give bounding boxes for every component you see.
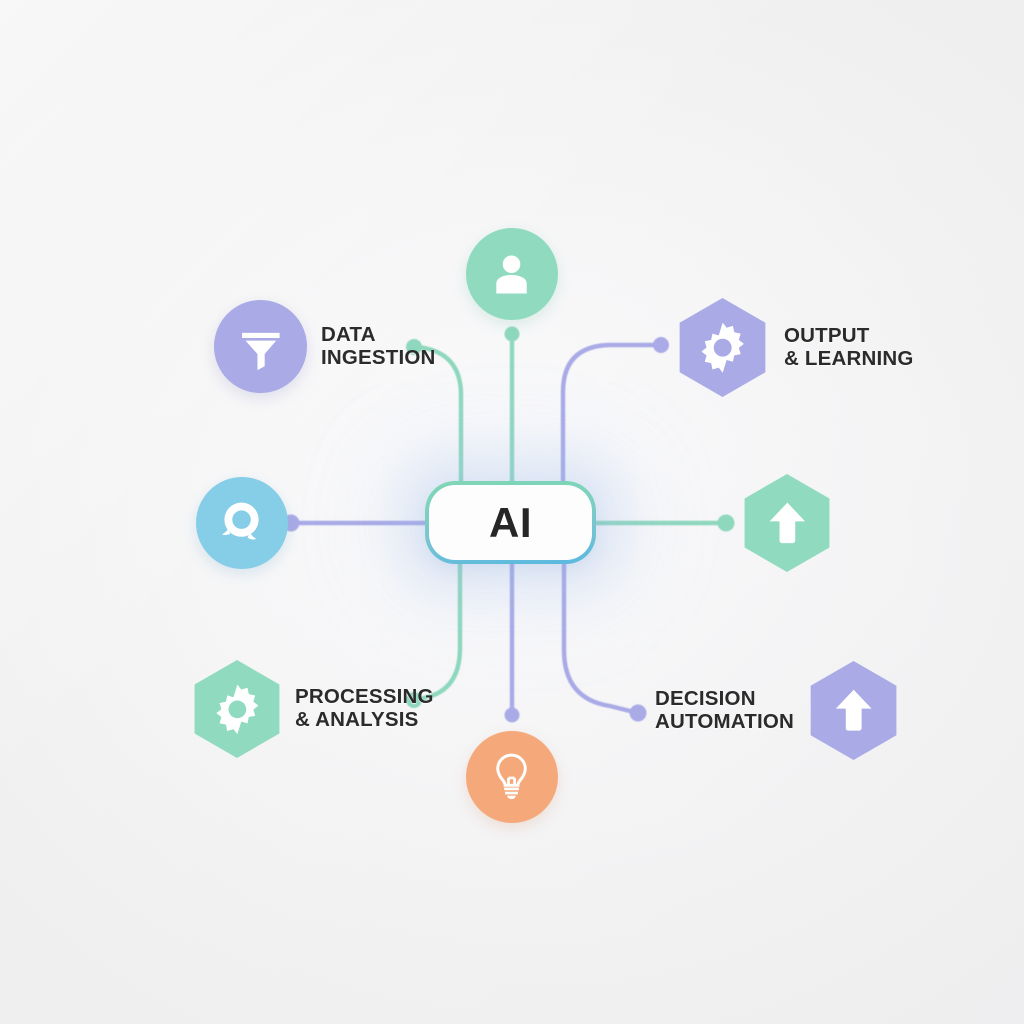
connector-endpoint-processing (406, 692, 422, 708)
node-output-learning[interactable]: OUTPUT & LEARNING (673, 298, 914, 397)
data-ingestion-shape (214, 300, 307, 393)
arrow-up-icon (835, 689, 872, 731)
user-shape (466, 228, 558, 320)
output-learning-shape (679, 298, 766, 397)
node-decision-automation[interactable]: DECISION AUTOMATION (655, 661, 903, 760)
lightbulb-icon (496, 754, 528, 800)
connector-endpoint-user (504, 326, 520, 342)
gear-icon (701, 322, 744, 373)
arrow-up-icon (769, 502, 805, 543)
connector-core-to-decision (561, 561, 637, 715)
processing-analysis-shape (194, 660, 280, 758)
processing-analysis-label: PROCESSING & ANALYSIS (295, 685, 434, 731)
node-idea[interactable] (466, 731, 558, 823)
output-learning-label: OUTPUT & LEARNING (784, 323, 914, 370)
user-icon (496, 255, 528, 294)
node-insight-query[interactable] (196, 477, 288, 569)
funnel-icon (241, 332, 280, 370)
connector-core-to-data-ingestion (415, 344, 464, 484)
chat-search-icon (222, 503, 260, 540)
decision-automation-shape (810, 661, 897, 760)
insight-query-shape (196, 477, 288, 569)
gear-icon (215, 684, 259, 734)
connector-endpoint-output-learning (653, 337, 669, 353)
output-arrow-shape (744, 474, 830, 572)
decision-automation-label: DECISION AUTOMATION (655, 686, 795, 733)
connector-core-to-output-learning (560, 342, 661, 484)
connector-endpoint-output-arrow (717, 514, 735, 532)
connector-endpoint-decision (629, 704, 647, 722)
ai-core-label: AI (489, 498, 532, 546)
connector-endpoint-data-ingestion (406, 339, 422, 355)
connector-endpoint-idea (504, 707, 520, 723)
data-ingestion-label: DATA INGESTION (321, 322, 436, 369)
node-processing-analysis[interactable]: PROCESSING & ANALYSIS (188, 660, 434, 758)
ai-core-node[interactable]: AI (425, 481, 596, 564)
node-user[interactable] (466, 228, 558, 320)
node-output-arrow[interactable] (738, 474, 836, 572)
node-data-ingestion[interactable]: DATA INGESTION (214, 300, 436, 393)
connector-core-to-processing (415, 561, 463, 702)
ai-core-inner: AI (429, 485, 592, 560)
idea-shape (466, 731, 558, 823)
